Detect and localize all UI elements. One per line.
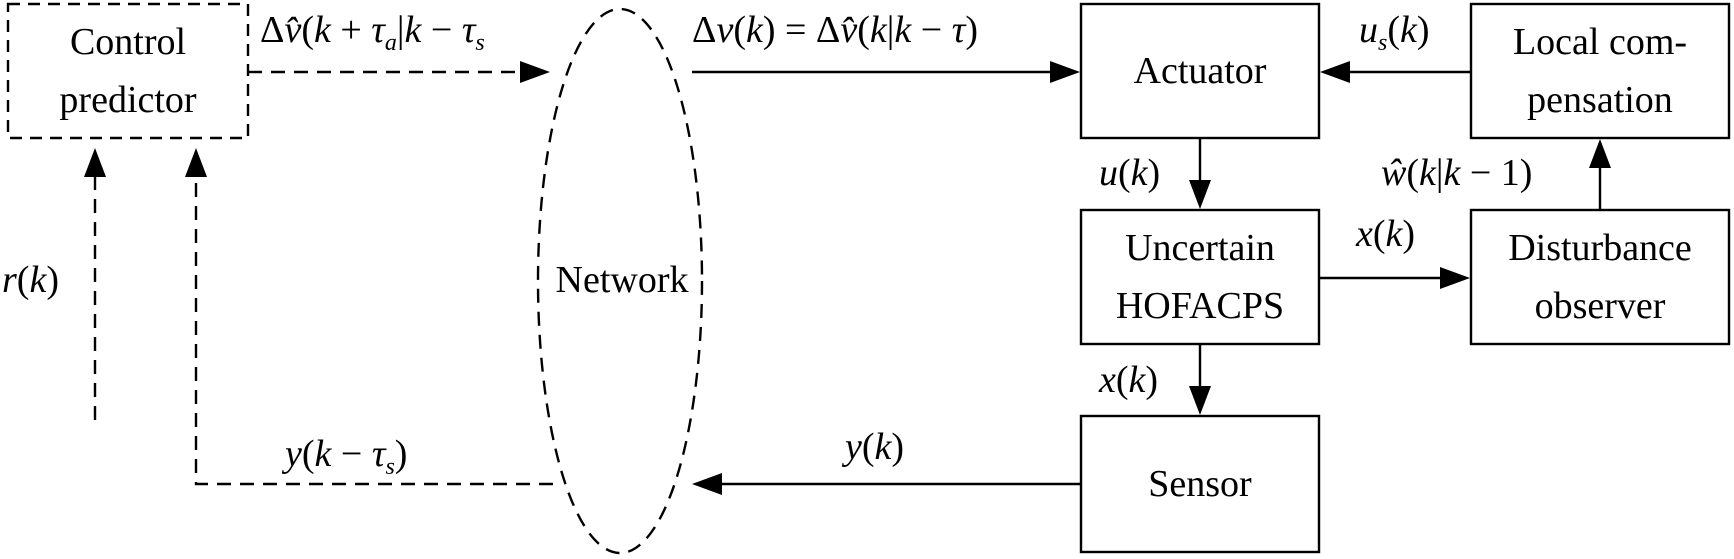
- actuator-label: Actuator: [1134, 50, 1267, 92]
- reference-label: r(k): [2, 259, 59, 301]
- plant-to-sensor-arrow: [1189, 344, 1211, 415]
- delivered-input-label: Δv(k) = Δv̂(k|k − τ): [692, 9, 978, 51]
- network-block: Network: [536, 7, 704, 555]
- control-input-label: u(k): [1099, 152, 1160, 194]
- disturbance-observer-label-line1: Disturbance: [1508, 227, 1692, 269]
- local-compensation-label-line2: pensation: [1527, 79, 1673, 121]
- sensor-label: Sensor: [1148, 463, 1252, 505]
- disturbance-estimate-label: ŵ(k|k − 1): [1381, 152, 1532, 194]
- delayed-output-label: y(k − τs): [281, 433, 407, 480]
- control-predictor-label-line2: predictor: [59, 79, 197, 121]
- plant-block: Uncertain HOFACPS: [1079, 208, 1321, 346]
- sensor-block: Sensor: [1079, 414, 1321, 554]
- state-to-sensor-label: x(k): [1098, 359, 1158, 401]
- plant-label-line2: HOFACPS: [1116, 285, 1284, 327]
- local-compensation-block: Local com- pensation: [1469, 2, 1731, 140]
- predictor-to-network-arrow: [248, 61, 550, 83]
- reference-input-arrow: [84, 148, 106, 420]
- plant-label-line1: Uncertain: [1125, 227, 1275, 269]
- disturbance-observer-block: Disturbance observer: [1469, 208, 1731, 346]
- predicted-input-label: Δv̂(k + τa|k − τs: [260, 9, 485, 56]
- control-predictor-label-line1: Control: [70, 21, 186, 63]
- observer-to-compensation-arrow: [1589, 139, 1611, 210]
- actuator-to-plant-arrow: [1189, 138, 1211, 209]
- control-predictor-block: Control predictor: [6, 2, 250, 140]
- compensation-input-label: us(k): [1359, 9, 1430, 56]
- plant-to-observer-arrow: [1319, 267, 1470, 289]
- measured-output-label: y(k): [841, 426, 904, 468]
- network-to-actuator-arrow: [692, 61, 1080, 83]
- actuator-block: Actuator: [1079, 2, 1321, 140]
- disturbance-observer-label-line2: observer: [1535, 285, 1666, 327]
- sensor-to-network-arrow: [692, 473, 1081, 495]
- compensation-to-actuator-arrow: [1320, 61, 1471, 83]
- state-to-observer-label: x(k): [1355, 213, 1415, 255]
- network-to-predictor-feedback-arrow: [185, 148, 553, 486]
- local-compensation-label-line1: Local com-: [1513, 21, 1687, 63]
- network-label: Network: [556, 259, 689, 301]
